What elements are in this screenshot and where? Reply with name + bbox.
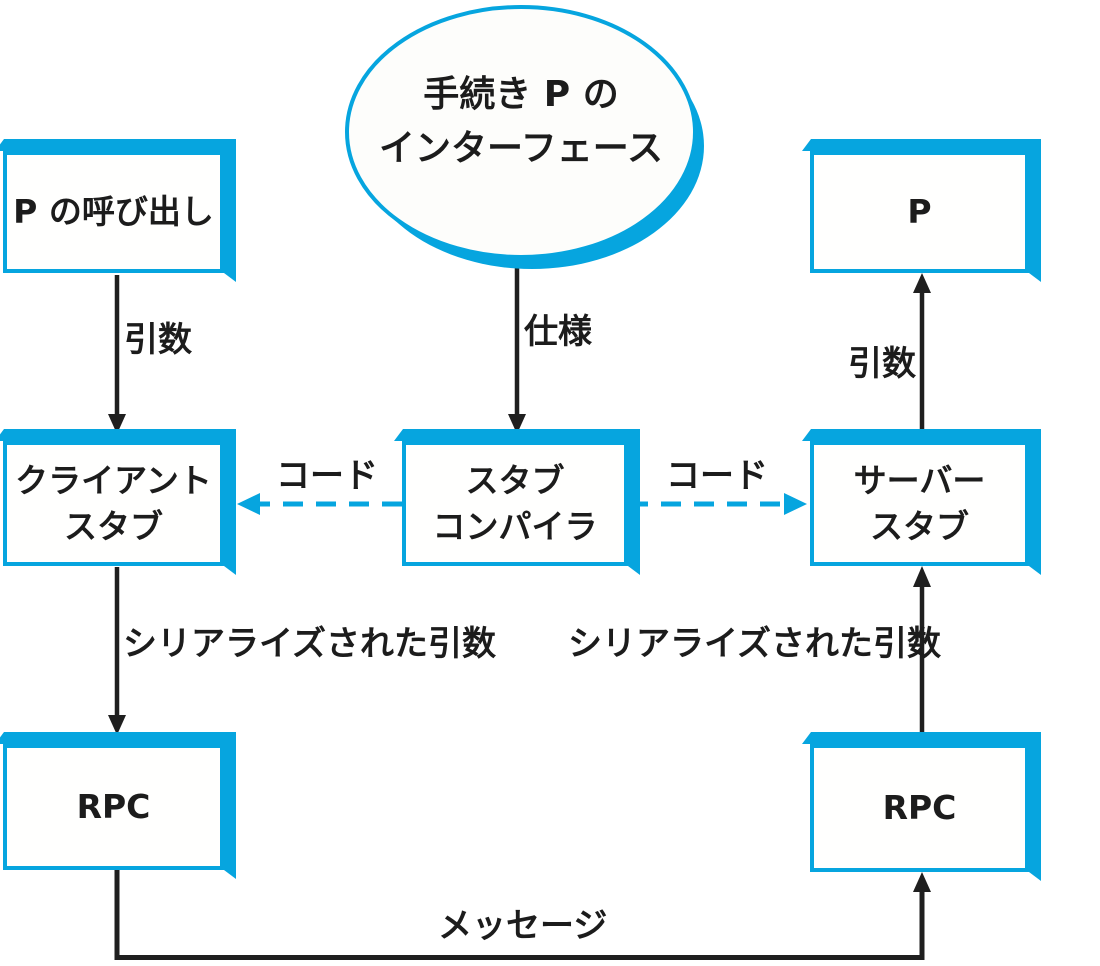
node-p: P <box>810 151 1029 273</box>
node-client-stub-line2: スタブ <box>64 506 163 546</box>
arrow-code-left <box>237 493 402 515</box>
arrow-serialized-right <box>913 566 931 743</box>
node-rpc-right: RPC <box>810 744 1029 872</box>
arrow-serialized-left <box>108 567 126 735</box>
arrow-args-right <box>913 273 931 441</box>
node-rpc-left-label: RPC <box>76 787 151 826</box>
procedure-interface-line1: 手続き P の <box>423 74 619 115</box>
node-rpc-left: RPC <box>3 744 224 870</box>
node-stub-compiler-line2: コンパイラ <box>432 506 598 546</box>
node-stub-compiler-line1: スタブ <box>465 460 565 500</box>
edge-label-serialized-right: シリアライズされた引数 <box>568 624 941 664</box>
node-client-stub-line1: クライアント <box>15 460 212 500</box>
edge-label-args-right: 引数 <box>848 344 916 384</box>
ellipse-shape <box>345 5 704 269</box>
node-p-label: P <box>907 192 932 231</box>
node-call-p-label: P の呼び出し <box>13 192 214 231</box>
edge-label-serialized-left: シリアライズされた引数 <box>123 624 496 664</box>
arrow-args-left <box>108 275 126 434</box>
arrow-spec <box>508 268 526 434</box>
procedure-interface-line2: インターフェース <box>378 128 664 169</box>
node-call-p: P の呼び出し <box>3 151 224 273</box>
edge-label-message: メッセージ <box>438 906 608 946</box>
node-server-stub: サーバー スタブ <box>810 441 1029 566</box>
node-rpc-right-label: RPC <box>882 788 957 827</box>
node-stub-compiler: スタブ コンパイラ <box>402 441 628 566</box>
node-server-stub-line1: サーバー <box>853 460 986 500</box>
node-client-stub: クライアント スタブ <box>3 441 224 566</box>
procedure-interface-label: 手続き P の インターフェース <box>343 68 699 176</box>
edge-label-code-left: コード <box>276 456 378 496</box>
edge-label-code-right: コード <box>666 456 768 496</box>
arrow-code-right <box>628 493 807 515</box>
node-procedure-interface: 手続き P の インターフェース <box>343 2 719 276</box>
arrow-message <box>114 870 931 960</box>
edge-label-spec: 仕様 <box>524 312 592 352</box>
ellipse-face <box>345 5 697 259</box>
edge-label-args-left: 引数 <box>124 320 192 360</box>
node-server-stub-line2: スタブ <box>870 506 969 546</box>
